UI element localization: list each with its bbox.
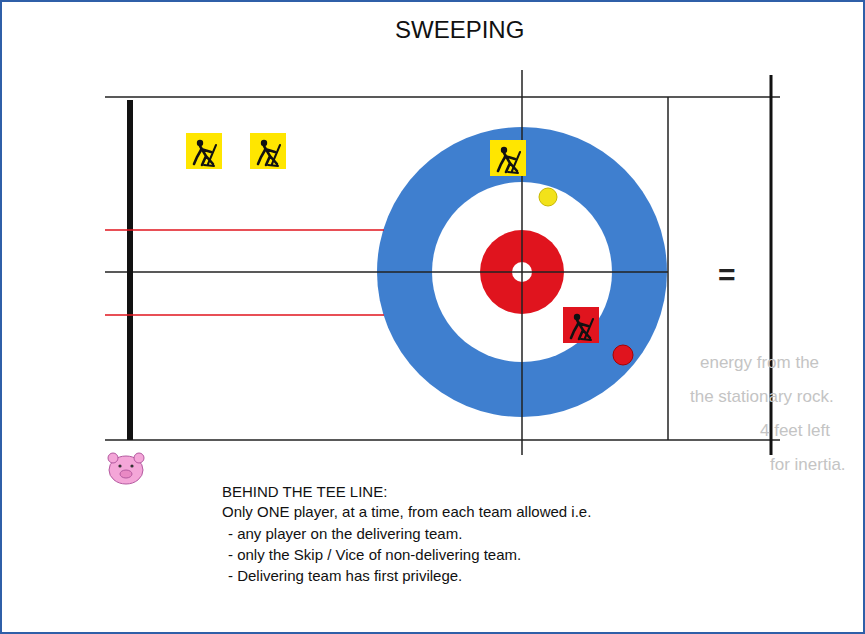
- red-stone: [613, 345, 633, 365]
- sweeper-icon: [490, 140, 526, 176]
- equals-sign: =: [718, 258, 736, 292]
- sweeper-icon: [563, 307, 599, 343]
- ghost-text: energy from the: [700, 353, 819, 373]
- ghost-text: 4 feet left: [760, 421, 830, 441]
- red-line: [105, 229, 384, 231]
- note-bullet: - only the Skip / Vice of non-delivering…: [228, 546, 521, 563]
- back-line: [127, 100, 133, 440]
- sweeper-icon: [186, 133, 222, 169]
- sheet-lines: [105, 70, 780, 455]
- title: SWEEPING: [395, 16, 524, 44]
- ghost-text: the stationary rock.: [690, 387, 834, 407]
- note-bullet: - Delivering team has first privilege.: [228, 567, 462, 584]
- note-heading: BEHIND THE TEE LINE:: [222, 483, 387, 500]
- yellow-stone: [539, 188, 557, 206]
- ghost-text: for inertia.: [770, 455, 846, 475]
- mascot: [108, 453, 144, 484]
- red-line: [105, 314, 384, 316]
- note-line: Only ONE player, at a time, from each te…: [222, 503, 591, 520]
- note-bullet: - any player on the delivering team.: [228, 525, 462, 542]
- sweeper-icon: [250, 133, 286, 169]
